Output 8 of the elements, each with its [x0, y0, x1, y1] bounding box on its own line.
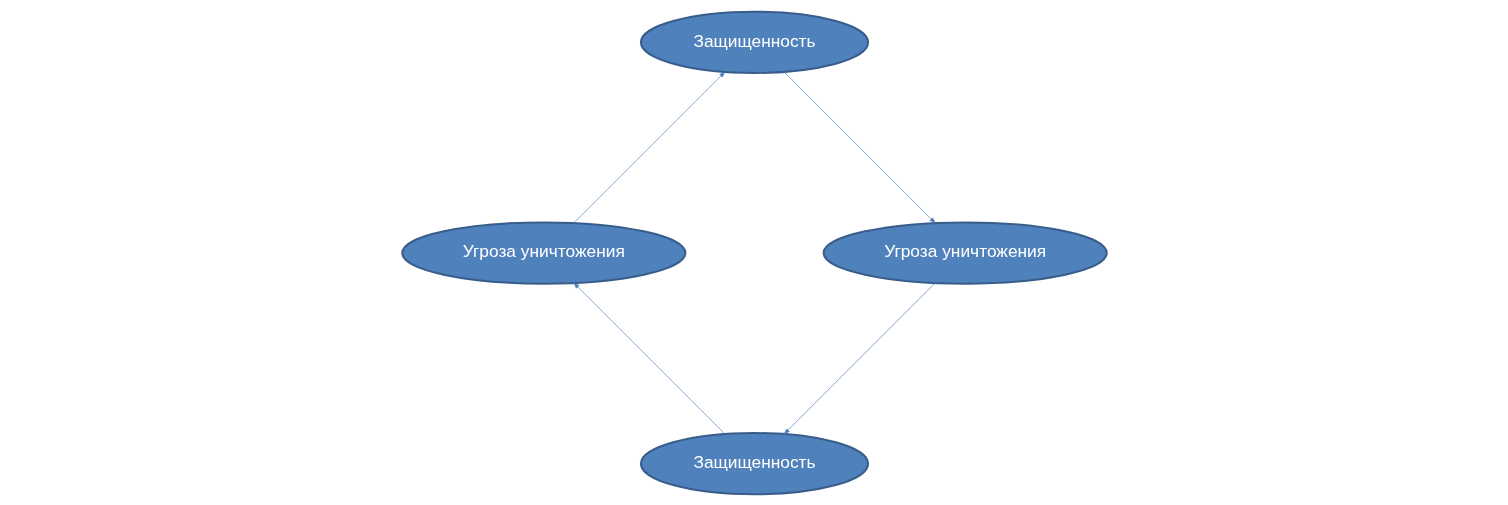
node-ellipse: Угроза уничтожения: [822, 220, 1108, 285]
node-ellipse: Защищенность: [639, 431, 869, 495]
node-ellipse: Защищенность: [639, 10, 869, 74]
node-ellipse: Угроза уничтожения: [400, 220, 686, 285]
arrow: [783, 282, 936, 434]
arrow: [783, 71, 935, 223]
arrow: [572, 71, 725, 223]
arrow: [573, 282, 725, 434]
